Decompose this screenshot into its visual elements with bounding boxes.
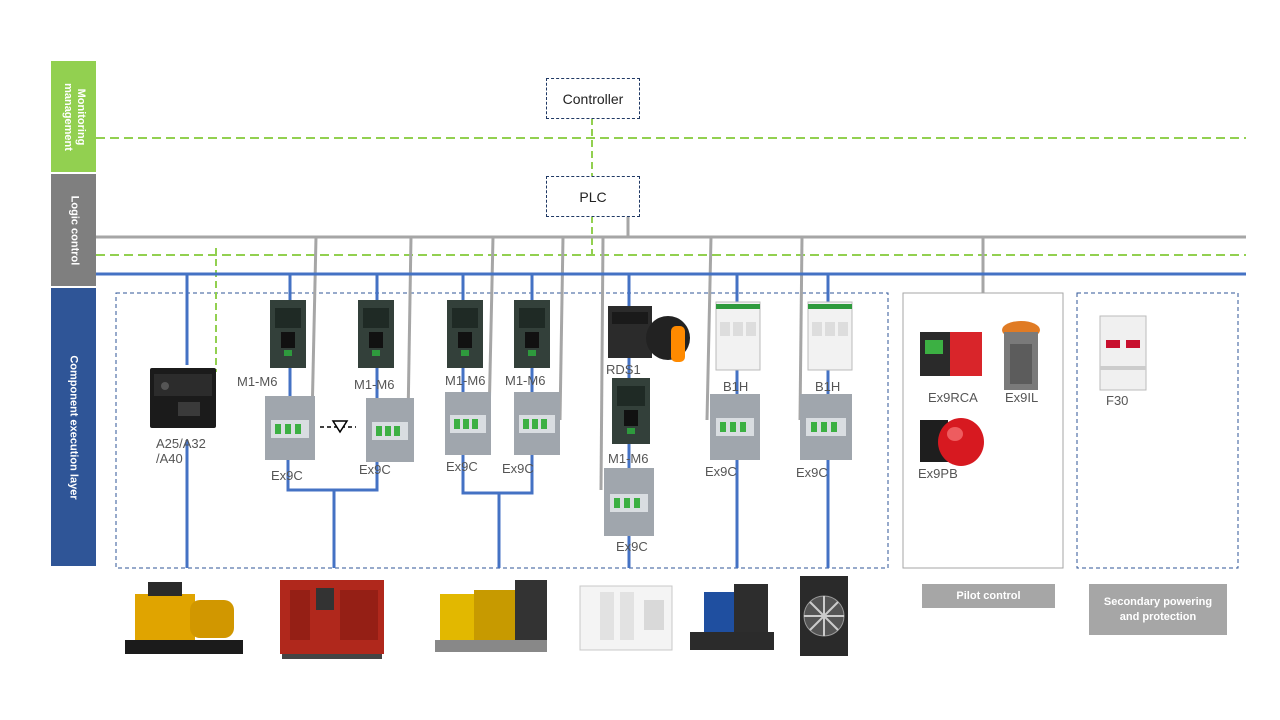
plc-node: PLC	[546, 176, 640, 217]
layer-band-logic: Logic control	[51, 174, 96, 286]
mccb-label: M1-M6	[354, 377, 395, 392]
contactor-icon	[265, 396, 315, 460]
execution-group-frame	[115, 292, 889, 569]
control-drop	[558, 236, 565, 421]
pilot-control-label: Pilot control	[956, 589, 1021, 602]
control-drop	[705, 236, 713, 421]
mccb-label: M1-M6	[445, 373, 486, 388]
contactor-label: Ex9C	[616, 539, 648, 554]
layer-band-monitoring: Monitoring management	[51, 61, 96, 172]
switch-disconnector-label: RDS1	[606, 362, 641, 377]
contactor-icon	[604, 468, 654, 536]
contactor-icon	[366, 398, 414, 462]
relay-label: Ex9RCA	[928, 390, 978, 405]
mccb-icon	[447, 300, 483, 368]
switch-disconnector-icon	[608, 306, 690, 362]
mccb-label: M1-M6	[237, 374, 278, 389]
controller-node: Controller	[546, 78, 640, 119]
mcb-icon	[807, 301, 853, 371]
mcb-label: B1H	[723, 379, 749, 394]
mccb-label: M1-M6	[505, 373, 546, 388]
contactor-icon	[800, 394, 852, 460]
contactor-icon	[710, 394, 760, 460]
contactor-label: Ex9C	[359, 462, 391, 477]
indicator-light-label: Ex9IL	[1005, 390, 1039, 405]
secondary-powering-label: Secondary powering and protection	[1103, 595, 1213, 623]
contactor-label: Ex9C	[705, 464, 737, 479]
contactor-icon	[445, 392, 491, 455]
mcb-icon	[715, 301, 761, 371]
contactor-label: Ex9C	[271, 468, 303, 483]
push-button-label: Ex9PB	[918, 466, 958, 481]
silent-generator-icon	[579, 585, 673, 651]
control-drop	[406, 236, 413, 421]
cooling-fan-icon	[800, 576, 848, 656]
mccb-label: M1-M6	[608, 451, 649, 466]
control-drop	[310, 236, 318, 421]
mccb-icon	[358, 300, 394, 368]
relay-icon	[920, 332, 982, 376]
push-button-icon	[920, 418, 984, 466]
contactor-label: Ex9C	[796, 465, 828, 480]
generator-set-icon	[690, 584, 774, 650]
plc-label: PLC	[579, 188, 607, 205]
acb-label: A25/A32 /A40	[156, 436, 206, 466]
fuse-holder-icon	[1099, 315, 1147, 391]
contactor-label: Ex9C	[446, 459, 478, 474]
engine-generator-icon	[125, 582, 243, 654]
air-circuit-breaker-icon	[150, 368, 216, 428]
secondary-powering-caption: Secondary powering and protection	[1089, 584, 1227, 635]
diesel-generator-icon	[280, 580, 384, 659]
fuse-holder-label: F30	[1106, 393, 1129, 408]
mcb-label: B1H	[815, 379, 841, 394]
controller-label: Controller	[562, 90, 624, 107]
mccb-icon	[270, 300, 306, 368]
pilot-control-caption: Pilot control	[922, 584, 1055, 608]
open-frame-generator-icon	[435, 580, 547, 652]
control-drop	[599, 236, 605, 491]
control-drop	[487, 236, 495, 421]
secondary-group-frame	[1076, 292, 1239, 569]
indicator-light-icon	[1002, 321, 1040, 390]
layer-band-execution: Component execution layer	[51, 288, 96, 566]
contactor-label: Ex9C	[502, 461, 534, 476]
interlock-symbol	[320, 420, 356, 434]
contactor-icon	[514, 392, 560, 455]
mccb-icon	[612, 378, 650, 444]
mccb-icon	[514, 300, 550, 368]
control-drop	[798, 236, 804, 421]
